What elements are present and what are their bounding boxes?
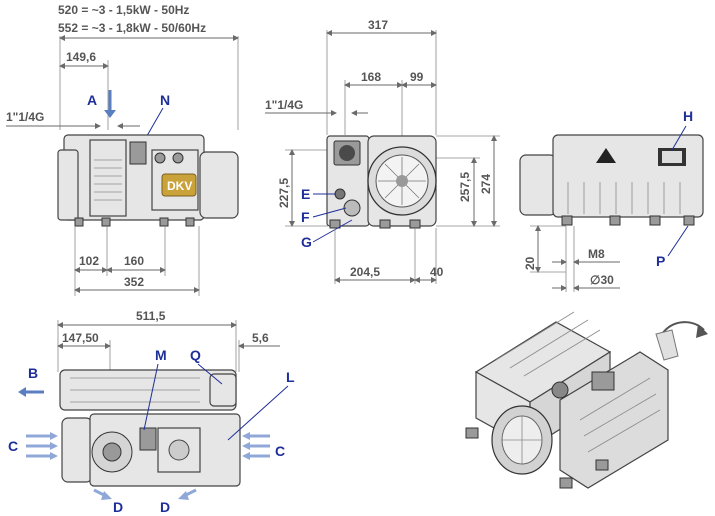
airflow-c-right	[242, 432, 270, 460]
dim-99: 99	[410, 70, 424, 84]
label-f: F	[301, 209, 310, 225]
label-h: H	[683, 108, 693, 124]
label-p: P	[656, 253, 665, 269]
dim-m8: M8	[588, 247, 605, 261]
dim-inlet-side: 1"1/4G	[265, 98, 303, 112]
iso-motor-fins	[579, 377, 661, 453]
label-d-right: D	[160, 499, 170, 515]
label-a: A	[87, 92, 97, 108]
top-fins	[70, 377, 200, 403]
label-e: E	[301, 186, 310, 202]
airflow-c-left	[26, 432, 58, 460]
dim-20: 20	[523, 256, 537, 270]
label-n: N	[160, 92, 170, 108]
dim-5-6: 5,6	[252, 331, 269, 345]
title-line-552: 552 = ~3 - 1,8kW - 50/60Hz	[58, 21, 206, 35]
front-view: 149,6 1"1/4G A N DKV	[6, 35, 239, 296]
dim-inlet-front: 1"1/4G	[6, 110, 44, 124]
dim-149-6: 149,6	[66, 50, 96, 64]
dkv-logo-text: DKV	[167, 179, 192, 193]
label-c-left: C	[8, 438, 18, 454]
dim-274: 274	[479, 174, 493, 194]
label-q: Q	[190, 347, 201, 363]
label-b: B	[28, 365, 38, 381]
top-view: 511,5 147,50 5,6 B M Q L	[8, 309, 295, 515]
isometric-view	[465, 311, 708, 489]
dim-168: 168	[361, 70, 381, 84]
dim-147-50: 147,50	[62, 331, 99, 345]
arrow-a-head	[104, 110, 116, 118]
dim-40: 40	[430, 265, 444, 279]
iso-fan-grill	[502, 416, 542, 464]
side-view: 317 168 99 1"1/4G 227,5 257,5 274	[265, 18, 500, 284]
label-g: G	[301, 234, 312, 250]
label-c-right: C	[275, 443, 285, 459]
dim-511-5: 511,5	[136, 309, 166, 323]
front-fins	[94, 159, 122, 201]
dim-227-5: 227,5	[277, 178, 291, 208]
rear-fins	[567, 182, 681, 214]
dim-30: ∅30	[590, 273, 614, 287]
dim-160: 160	[124, 254, 144, 268]
title-line-520: 520 = ~3 - 1,5kW - 50Hz	[58, 3, 189, 17]
iso-fins	[495, 311, 601, 377]
dim-317: 317	[368, 18, 388, 32]
warning-triangle-icon	[596, 148, 616, 163]
arrow-b-head	[18, 387, 26, 397]
dkv-logo	[161, 173, 197, 197]
label-l: L	[286, 369, 295, 385]
dim-352: 352	[124, 275, 144, 289]
label-m: M	[155, 347, 167, 363]
dim-204-5: 204,5	[350, 265, 380, 279]
rear-view: H P 20 M8 ∅30	[519, 108, 704, 292]
dim-102: 102	[79, 254, 99, 268]
dim-257-5: 257,5	[458, 172, 472, 202]
label-d-left: D	[113, 499, 123, 515]
